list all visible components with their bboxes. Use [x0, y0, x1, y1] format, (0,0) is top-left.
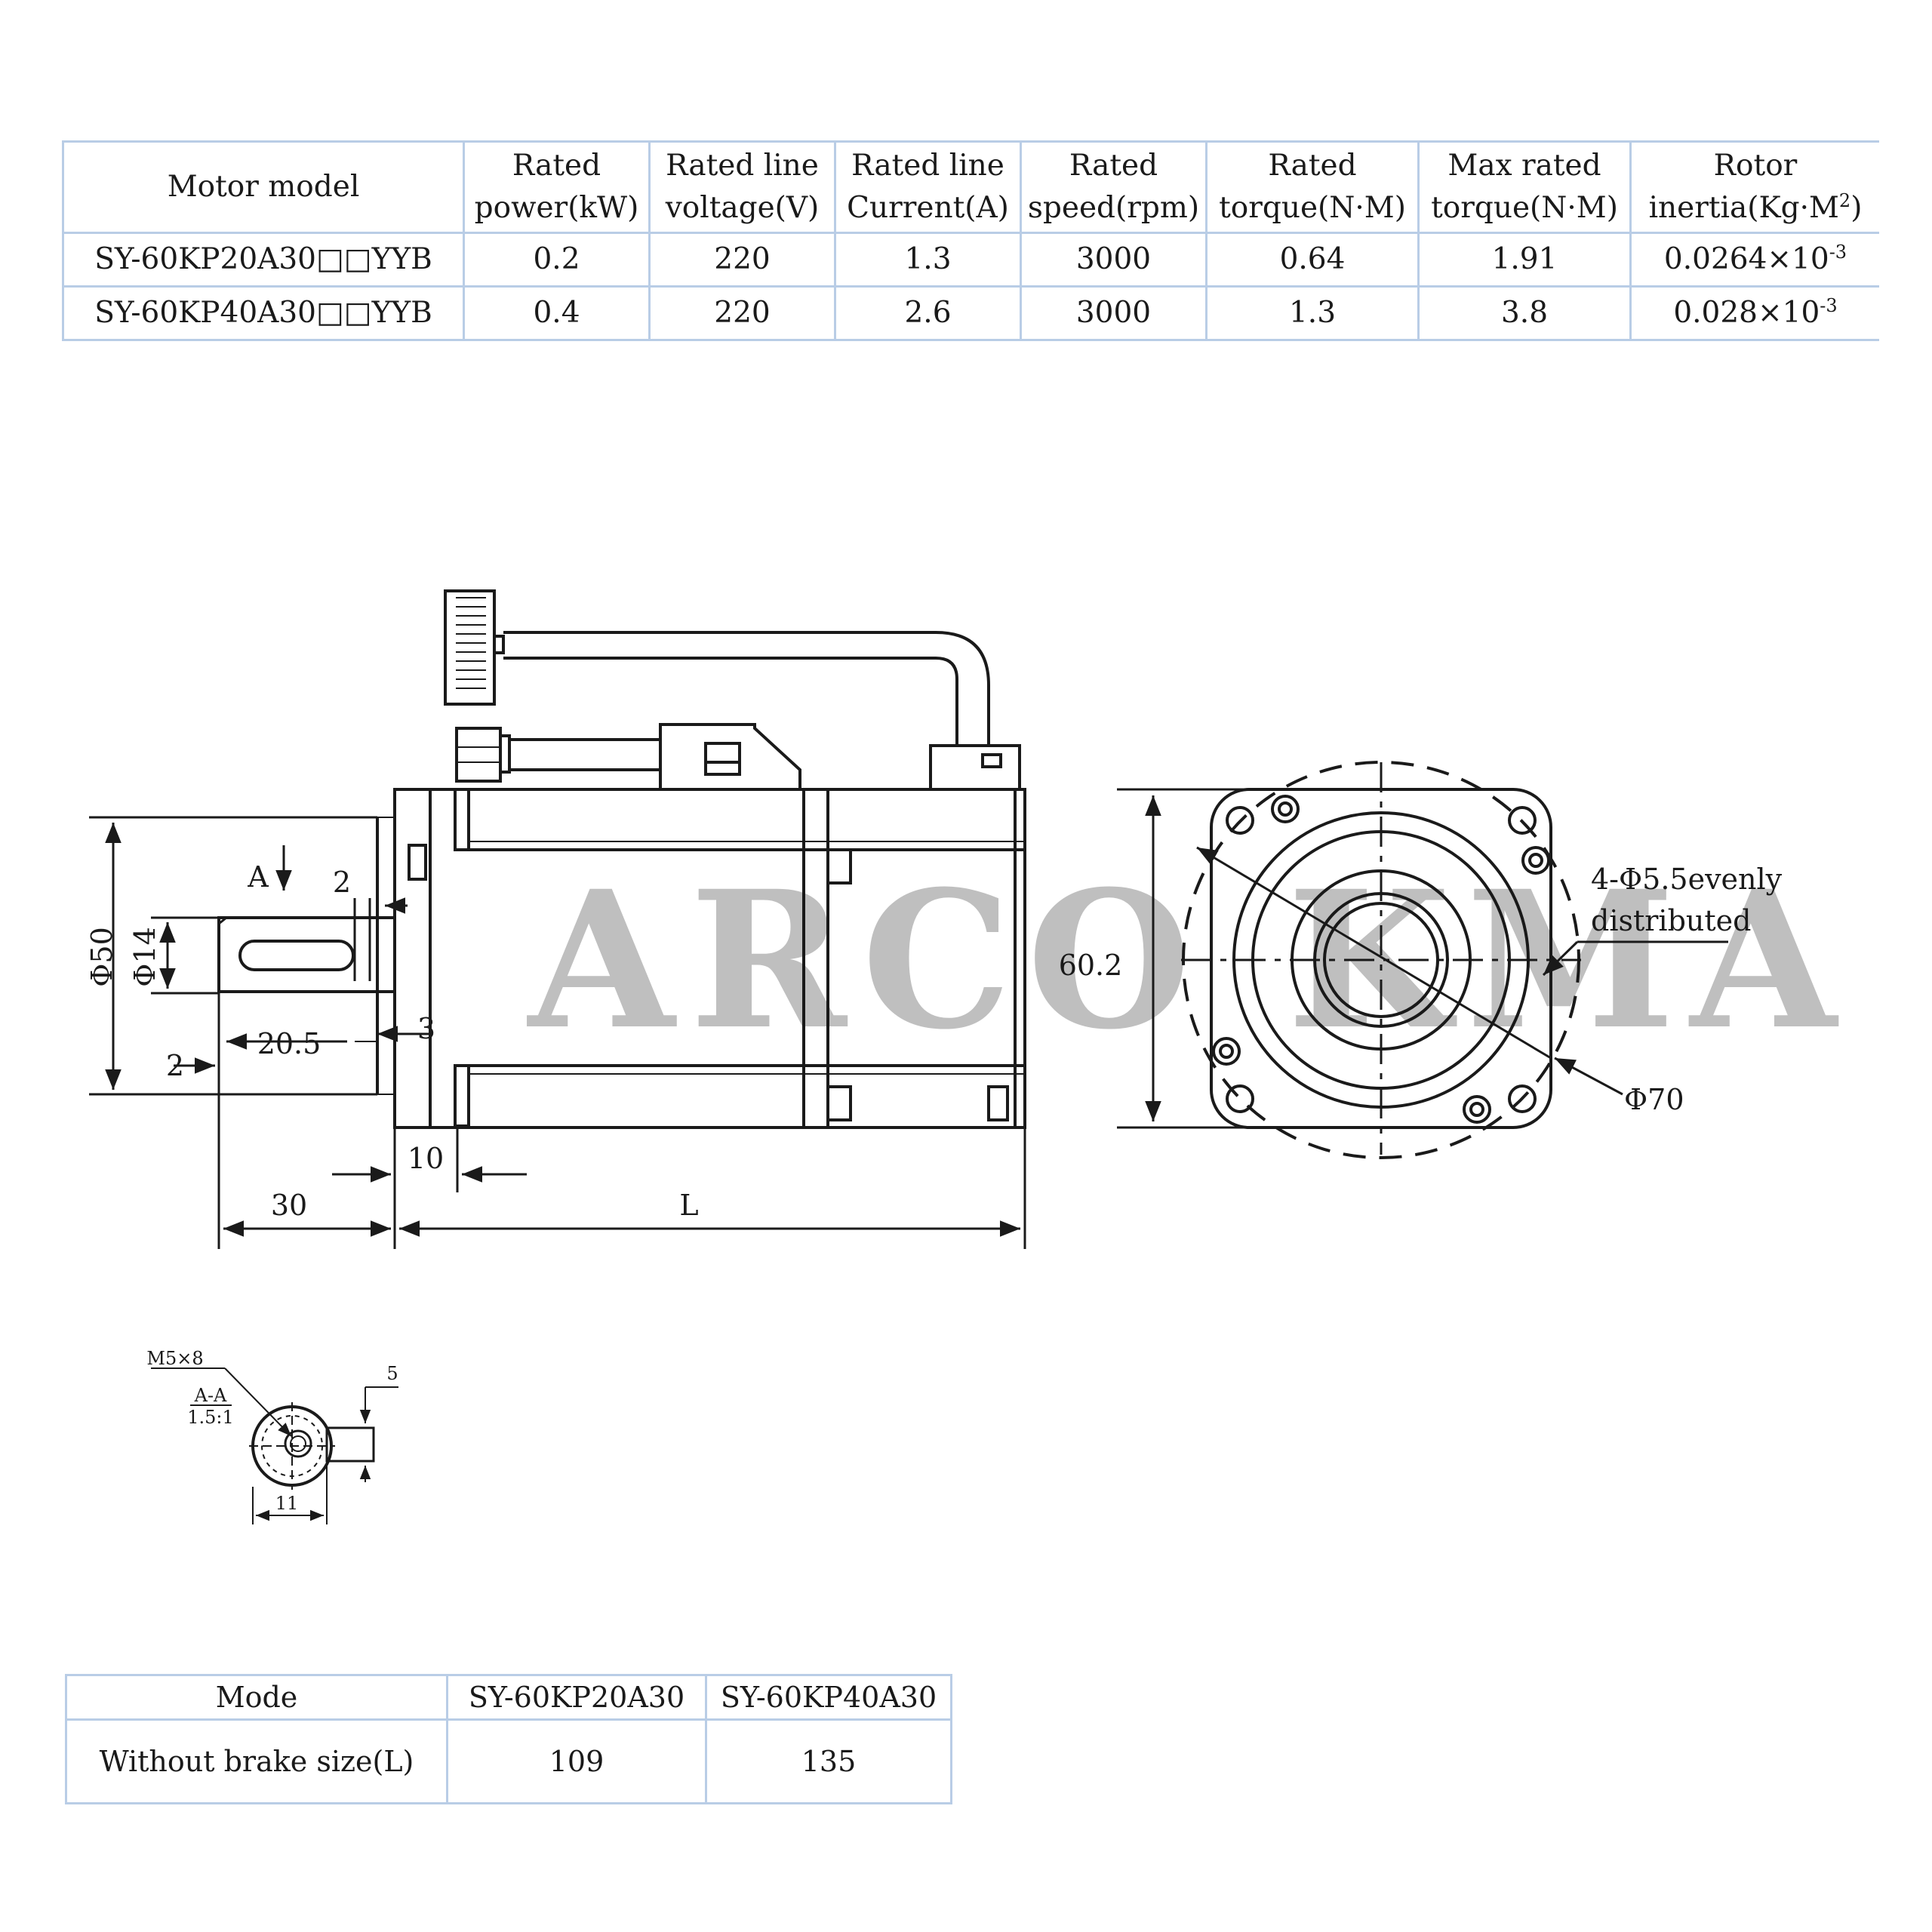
- cell-model: SY-60KP20A30□□YYB: [62, 232, 465, 288]
- encoder-connector: [444, 589, 505, 706]
- front-view: [1181, 761, 1581, 1159]
- section-labels: M5×8 A-A 1.5:1 5 11: [146, 1348, 398, 1514]
- spec-row-60kp20: SY-60KP20A30□□YYB 0.2 220 1.3 3000 0.64 …: [62, 232, 1879, 288]
- cell-speed: 3000: [1020, 285, 1208, 341]
- dim-2-left: 2: [166, 1049, 184, 1082]
- header-60kp40: SY-60KP40A30: [705, 1674, 952, 1721]
- size-table: Mode SY-60KP20A30 SY-60KP40A30 Without b…: [65, 1674, 952, 1804]
- mount-hole: [1508, 806, 1537, 835]
- cell-voltage: 220: [648, 232, 836, 288]
- dim-20-5: 20.5: [257, 1027, 321, 1060]
- cell-voltage: 220: [648, 285, 836, 341]
- cell-max-torque: 3.8: [1417, 285, 1632, 341]
- spec-row-60kp40: SY-60KP40A30□□YYB 0.4 220 2.6 3000 1.3 3…: [62, 285, 1879, 341]
- header-mode: Mode: [65, 1674, 448, 1721]
- dim-60-2: 60.2: [1059, 949, 1123, 982]
- hole-note-line2: distributed: [1591, 904, 1751, 937]
- front-view-labels: 60.2 4-Φ5.5evenly distributed Φ70: [1059, 863, 1783, 1116]
- header-60kp20: SY-60KP20A30: [446, 1674, 707, 1721]
- dim-l: L: [679, 1189, 698, 1222]
- cell-inertia: 0.0264×10-3: [1629, 232, 1879, 288]
- section-scale: 1.5:1: [187, 1407, 234, 1428]
- shaft-keyway: [238, 940, 355, 971]
- dim-3: 3: [417, 1012, 435, 1045]
- size-row-without-brake: Without brake size(L) 109 135: [65, 1718, 952, 1804]
- cell-torque: 0.64: [1205, 232, 1420, 288]
- dim-10: 10: [408, 1142, 444, 1175]
- section-dim-5: 5: [386, 1363, 398, 1384]
- cell-size-60kp40: 135: [705, 1718, 952, 1804]
- mount-hole: [1226, 1084, 1254, 1113]
- header-motor-model: Motor model: [62, 140, 465, 234]
- section-key: [325, 1426, 375, 1463]
- cell-max-torque: 1.91: [1417, 232, 1632, 288]
- front-flange-outline: [1210, 788, 1552, 1129]
- header-rotor-inertia: Rotor inertia(Kg·M2): [1629, 140, 1879, 234]
- encoder-cable: [503, 631, 990, 746]
- side-view: [217, 589, 1026, 1129]
- cell-model: SY-60KP40A30□□YYB: [62, 285, 465, 341]
- mount-hole: [1226, 806, 1254, 835]
- cell-power: 0.2: [463, 232, 651, 288]
- dim-2-top: 2: [333, 866, 351, 899]
- cell-power: 0.4: [463, 285, 651, 341]
- dim-phi70: Φ70: [1624, 1083, 1684, 1116]
- side-view-dimensions: [89, 816, 1026, 1249]
- side-view-labels: Φ50 Φ14 A 2 2 20.5 3 10 30 L: [85, 860, 699, 1222]
- dim-phi14: Φ14: [128, 927, 162, 987]
- hole-note-line1: 4-Φ5.5evenly: [1591, 863, 1783, 896]
- front-view-dimensions: [1117, 788, 1728, 1129]
- section-a-label: A: [247, 860, 269, 894]
- cell-inertia: 0.028×10-3: [1629, 285, 1879, 341]
- cover-screws: [1212, 795, 1550, 1124]
- mount-hole: [1508, 1084, 1537, 1113]
- cell-size-label: Without brake size(L): [65, 1718, 448, 1804]
- watermark-text: ARCO KMA: [527, 849, 1852, 1071]
- section-name: A-A: [194, 1385, 227, 1406]
- cell-size-60kp20: 109: [446, 1718, 707, 1804]
- connector-housing: [659, 723, 801, 789]
- thread-hole: [284, 1429, 312, 1458]
- section-a-a: [151, 1367, 398, 1524]
- cell-torque: 1.3: [1205, 285, 1420, 341]
- cell-current: 1.3: [834, 232, 1022, 288]
- thread-label: M5×8: [146, 1348, 203, 1369]
- section-dim-11: 11: [275, 1493, 299, 1514]
- dim-phi50: Φ50: [85, 927, 118, 987]
- dim-30: 30: [271, 1189, 307, 1222]
- cell-current: 2.6: [834, 285, 1022, 341]
- size-table-header-row: Mode SY-60KP20A30 SY-60KP40A30: [65, 1674, 952, 1721]
- cell-speed: 3000: [1020, 232, 1208, 288]
